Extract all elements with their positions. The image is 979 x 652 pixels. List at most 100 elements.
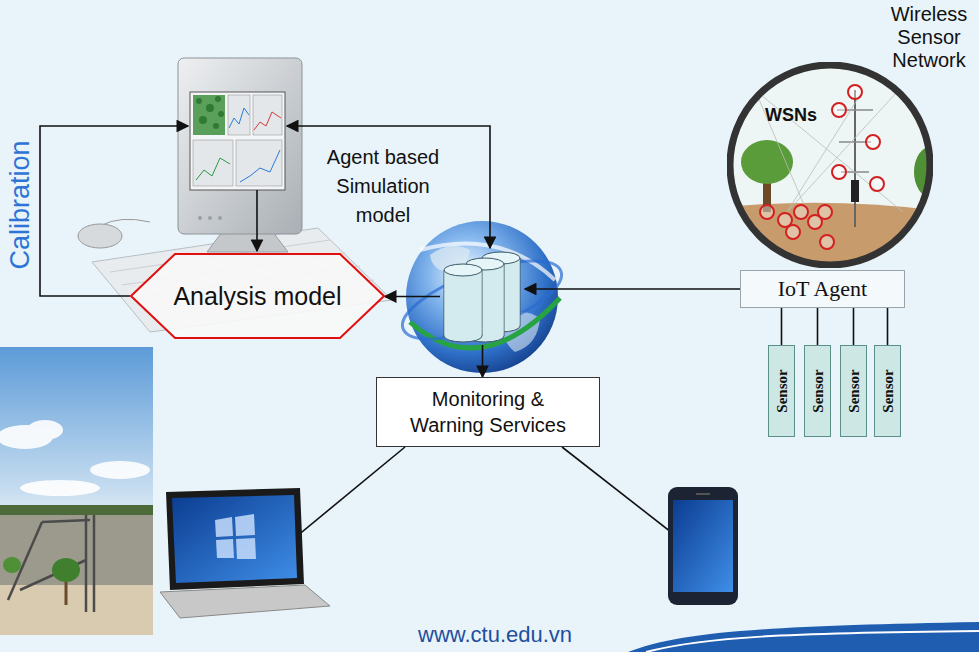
phone-icon-part — [668, 487, 738, 605]
field-photo-part — [3, 557, 21, 573]
computer-illustration-part-part — [196, 98, 202, 104]
computer-illustration-part-part — [213, 123, 219, 129]
node-text: Sensor — [845, 369, 863, 412]
iot-agent-box: IoT Agent — [740, 270, 905, 308]
calibration-label: Calibration — [5, 140, 36, 269]
wsn-illustration-part-part — [755, 90, 903, 212]
wsn-illustration-part-part — [832, 165, 846, 179]
field-photo-part — [8, 515, 94, 612]
wsn-illustration-part-part — [820, 235, 834, 249]
database-illustration-part — [444, 270, 482, 336]
field-photo-part — [65, 580, 68, 605]
footer-band — [628, 622, 979, 652]
field-photo-part-part — [90, 461, 150, 479]
flow-connector — [385, 296, 440, 298]
field-photo-part — [52, 558, 80, 582]
sensor-box: Sensor — [874, 345, 901, 437]
computer-illustration-part-part — [206, 104, 214, 112]
computer-illustration-part — [193, 95, 225, 135]
wsn-illustration-part-part — [794, 205, 808, 219]
field-photo-part — [0, 420, 150, 496]
node-text: IoT Agent — [778, 276, 867, 302]
flow-connector — [853, 308, 855, 345]
laptop-icon-part — [172, 495, 297, 583]
field-photo-part-part — [20, 480, 100, 496]
hexagon-outline-part — [131, 254, 384, 338]
field-photo-part-part — [42, 520, 90, 522]
field-photo-part-part — [85, 515, 88, 612]
phone-icon-part — [696, 493, 710, 495]
laptop-icon-part — [236, 538, 256, 559]
laptop-icon-part — [166, 488, 304, 590]
computer-illustration-part — [193, 140, 233, 186]
database-illustration — [440, 248, 525, 345]
sensor-box: Sensor — [804, 345, 831, 437]
wsn-circle: Wireless Sensor NetworkWSNs — [727, 62, 933, 268]
computer-illustration-part — [196, 96, 224, 129]
database-illustration-part — [445, 270, 482, 336]
computer-illustration-part-part — [215, 96, 221, 102]
flow-arrow-part — [287, 126, 490, 248]
flow-connector — [887, 308, 889, 345]
wsn-illustration-part-part — [870, 177, 884, 191]
computer-illustration-part-part — [208, 216, 212, 220]
node-text: Sensor — [879, 369, 897, 412]
node-text: Analysis model — [173, 281, 341, 311]
node-text: Agent based Simulation model — [308, 143, 458, 230]
laptop-icon-part — [160, 585, 330, 618]
laptop-icon-part — [216, 539, 234, 558]
sensor-box: Sensor — [768, 345, 795, 437]
computer-illustration-part-part — [218, 111, 224, 117]
globe-illustration-part — [393, 245, 570, 355]
flow-connector — [781, 308, 783, 345]
computer-illustration-part-part — [144, 280, 374, 311]
node-text: Sensor — [809, 369, 827, 412]
computer-illustration-part — [196, 158, 230, 180]
wsn-illustration-part-part — [851, 180, 859, 202]
flow-connector — [817, 308, 819, 345]
computer-illustration-part — [229, 108, 249, 128]
node-text: Monitoring & Warning Services — [402, 386, 574, 438]
computer-illustration-part — [228, 95, 250, 135]
computer-illustration-part — [236, 140, 282, 186]
computer-illustration-part-part — [199, 116, 207, 124]
footer-band-part — [646, 631, 979, 652]
wsn-illustration-part-part — [786, 225, 800, 239]
analysis-hexagon: Analysis model — [130, 252, 385, 340]
wsn-illustration-part-part — [741, 140, 793, 184]
service-box: Monitoring & Warning Services — [376, 377, 600, 447]
field-photo — [0, 347, 153, 635]
computer-illustration-part — [178, 58, 302, 234]
database-illustration-part — [504, 264, 505, 336]
field-photo-part-part — [93, 515, 96, 612]
wsn-illustration-part — [730, 65, 930, 265]
wsn-illustration — [727, 62, 933, 268]
field-photo-part — [0, 515, 153, 585]
database-illustration-part — [444, 264, 482, 276]
website-url-frame: www.ctu.edu.vn — [418, 622, 618, 650]
laptop-icon-part — [235, 514, 255, 536]
field-photo-part-part — [27, 420, 63, 440]
calibration-label-frame: Calibration — [4, 125, 36, 285]
database-cylinders: Agent based Simulation model — [440, 248, 525, 345]
computer-illustration-part — [78, 224, 122, 248]
wsn-illustration-part-part — [818, 205, 832, 219]
database-illustration-part — [482, 270, 483, 336]
node-text: Wireless Sensor Network — [882, 3, 976, 72]
phone-icon — [668, 487, 738, 605]
computer-illustration-part-part — [218, 216, 222, 220]
wsn-illustration-part-part — [832, 103, 846, 117]
computer-illustration-part — [240, 150, 280, 182]
flow-arrow-part — [256, 190, 258, 251]
sensor-box: Sensor — [840, 345, 867, 437]
computer-illustration-part — [190, 92, 285, 190]
website-url: www.ctu.edu.vn — [418, 622, 618, 647]
flow-connector — [482, 345, 484, 377]
node-subtext: WSNs — [765, 104, 845, 126]
laptop-icon — [160, 488, 330, 618]
footer-band-part — [628, 622, 979, 652]
phone-icon-part — [673, 500, 733, 592]
flow-connector — [525, 288, 740, 290]
